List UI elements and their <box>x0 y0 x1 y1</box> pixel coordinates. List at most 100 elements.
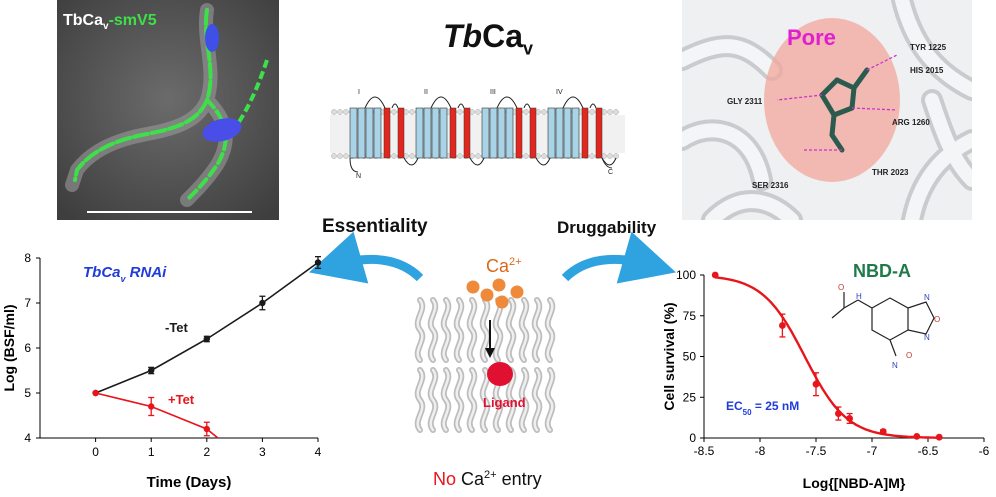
channel-helix-highlight <box>429 298 437 362</box>
ca-sup: 2+ <box>509 256 522 268</box>
protein-helix-highlight <box>895 0 972 97</box>
data-point <box>148 403 155 410</box>
helix-s1 <box>547 107 556 159</box>
ligand-bond <box>834 77 857 91</box>
ligand-label: Ligand <box>483 395 526 410</box>
no-entry-label: No Ca2+ entry <box>433 469 542 490</box>
channel-helix-highlight <box>455 368 463 432</box>
y-tick-label: 0 <box>689 431 696 445</box>
calcium-ion <box>492 278 506 292</box>
hydrogen-bond <box>776 94 823 101</box>
c-tail <box>601 157 613 169</box>
channel-helix-highlight <box>455 298 463 362</box>
lipid-head <box>331 153 337 159</box>
channel-helix-highlight <box>533 368 541 432</box>
x-tick-label: 0 <box>92 445 99 459</box>
channel-helix-highlight <box>468 298 476 362</box>
lipid-head <box>457 153 463 159</box>
helix-s3 <box>365 107 374 159</box>
residue-label: HIS 2015 <box>910 66 944 75</box>
helix-s6 <box>529 107 537 159</box>
lipid-head <box>337 109 343 115</box>
lipid-head <box>523 153 529 159</box>
ec50-label: EC50 = 25 nM <box>726 399 799 417</box>
protein-helix-highlight <box>705 194 799 220</box>
helix-s4 <box>373 107 382 159</box>
channel-helix-highlight <box>416 298 424 362</box>
data-point <box>913 432 921 440</box>
no-entry-sup: 2+ <box>484 469 497 481</box>
int-loop <box>403 157 419 166</box>
domain-label: III <box>490 89 496 96</box>
lipid-head <box>589 153 595 159</box>
lipid-head <box>607 153 613 159</box>
x-axis-label: Log{[NBD-A]M} <box>803 475 906 491</box>
lipid-head <box>337 153 343 159</box>
ca-text: Ca <box>486 256 510 276</box>
micrograph-image <box>57 0 279 220</box>
domain-label: II <box>424 89 428 96</box>
channel-helix-highlight <box>520 298 528 362</box>
lipid-head <box>343 153 349 159</box>
methyl-bond <box>831 307 845 319</box>
protein-helix-highlight <box>682 39 779 77</box>
helix-s4 <box>439 107 448 159</box>
helix-s1 <box>349 107 358 159</box>
entry-arrow-head <box>485 348 495 358</box>
ext-loop <box>496 96 518 109</box>
nbd-a-structure <box>831 292 935 357</box>
nitro-n-atom: N <box>892 361 898 370</box>
helix-s3 <box>563 107 572 159</box>
series-label-plus-tet: +Tet <box>168 392 195 407</box>
series-line <box>95 392 219 439</box>
channel-helix-highlight <box>520 368 528 432</box>
y-tick-label: 4 <box>24 431 31 445</box>
lipid-head <box>331 109 337 115</box>
helix-s1 <box>481 107 490 159</box>
data-point <box>835 410 842 417</box>
pore-surface <box>764 18 900 182</box>
n-tail <box>349 157 359 173</box>
ligand-bond <box>829 132 845 153</box>
carbonyl-bond <box>843 299 859 309</box>
channel-helix-highlight <box>533 298 541 362</box>
nitrogen-atom: H <box>856 292 862 301</box>
helix-s3 <box>497 107 506 159</box>
nucleus-2 <box>202 118 242 142</box>
y-tick-label: 6 <box>24 341 31 355</box>
channel-helix-highlight <box>507 298 515 362</box>
helix-s1 <box>415 107 424 159</box>
lipid-head <box>613 109 619 115</box>
lipid-head <box>607 109 613 115</box>
lipid-head <box>475 153 481 159</box>
lipid-head <box>589 109 595 115</box>
x-tick-label: -6 <box>979 444 990 458</box>
micrograph-panel: TbCav-smV5 <box>57 0 279 220</box>
ca-label: Ca2+ <box>486 256 522 277</box>
lipid-head <box>409 153 415 159</box>
residue-label: THR 2023 <box>872 168 909 177</box>
channel-helix-highlight <box>416 368 424 432</box>
data-point <box>314 259 322 266</box>
protein-helix-highlight <box>925 93 972 187</box>
helix-s2 <box>555 107 564 159</box>
y-tick-label: 50 <box>683 350 697 364</box>
calcium-ion <box>495 295 509 309</box>
series-line <box>95 261 319 394</box>
nucleus-1 <box>205 24 219 52</box>
data-point <box>779 322 786 329</box>
data-point <box>879 428 887 435</box>
nitrogen-atom: N <box>924 333 930 342</box>
no-text: No <box>433 469 457 489</box>
helix-s5 <box>383 107 391 159</box>
y-tick-label: 8 <box>24 251 31 265</box>
lipid-head <box>457 109 463 115</box>
nitro-o-atom: O <box>906 351 912 360</box>
y-tick-label: 100 <box>676 268 696 282</box>
amide-bond <box>857 299 873 309</box>
ligand-bond <box>819 92 837 118</box>
arrow-right <box>561 231 676 284</box>
helix-s2 <box>423 107 432 159</box>
x-tick-label: 3 <box>259 445 266 459</box>
